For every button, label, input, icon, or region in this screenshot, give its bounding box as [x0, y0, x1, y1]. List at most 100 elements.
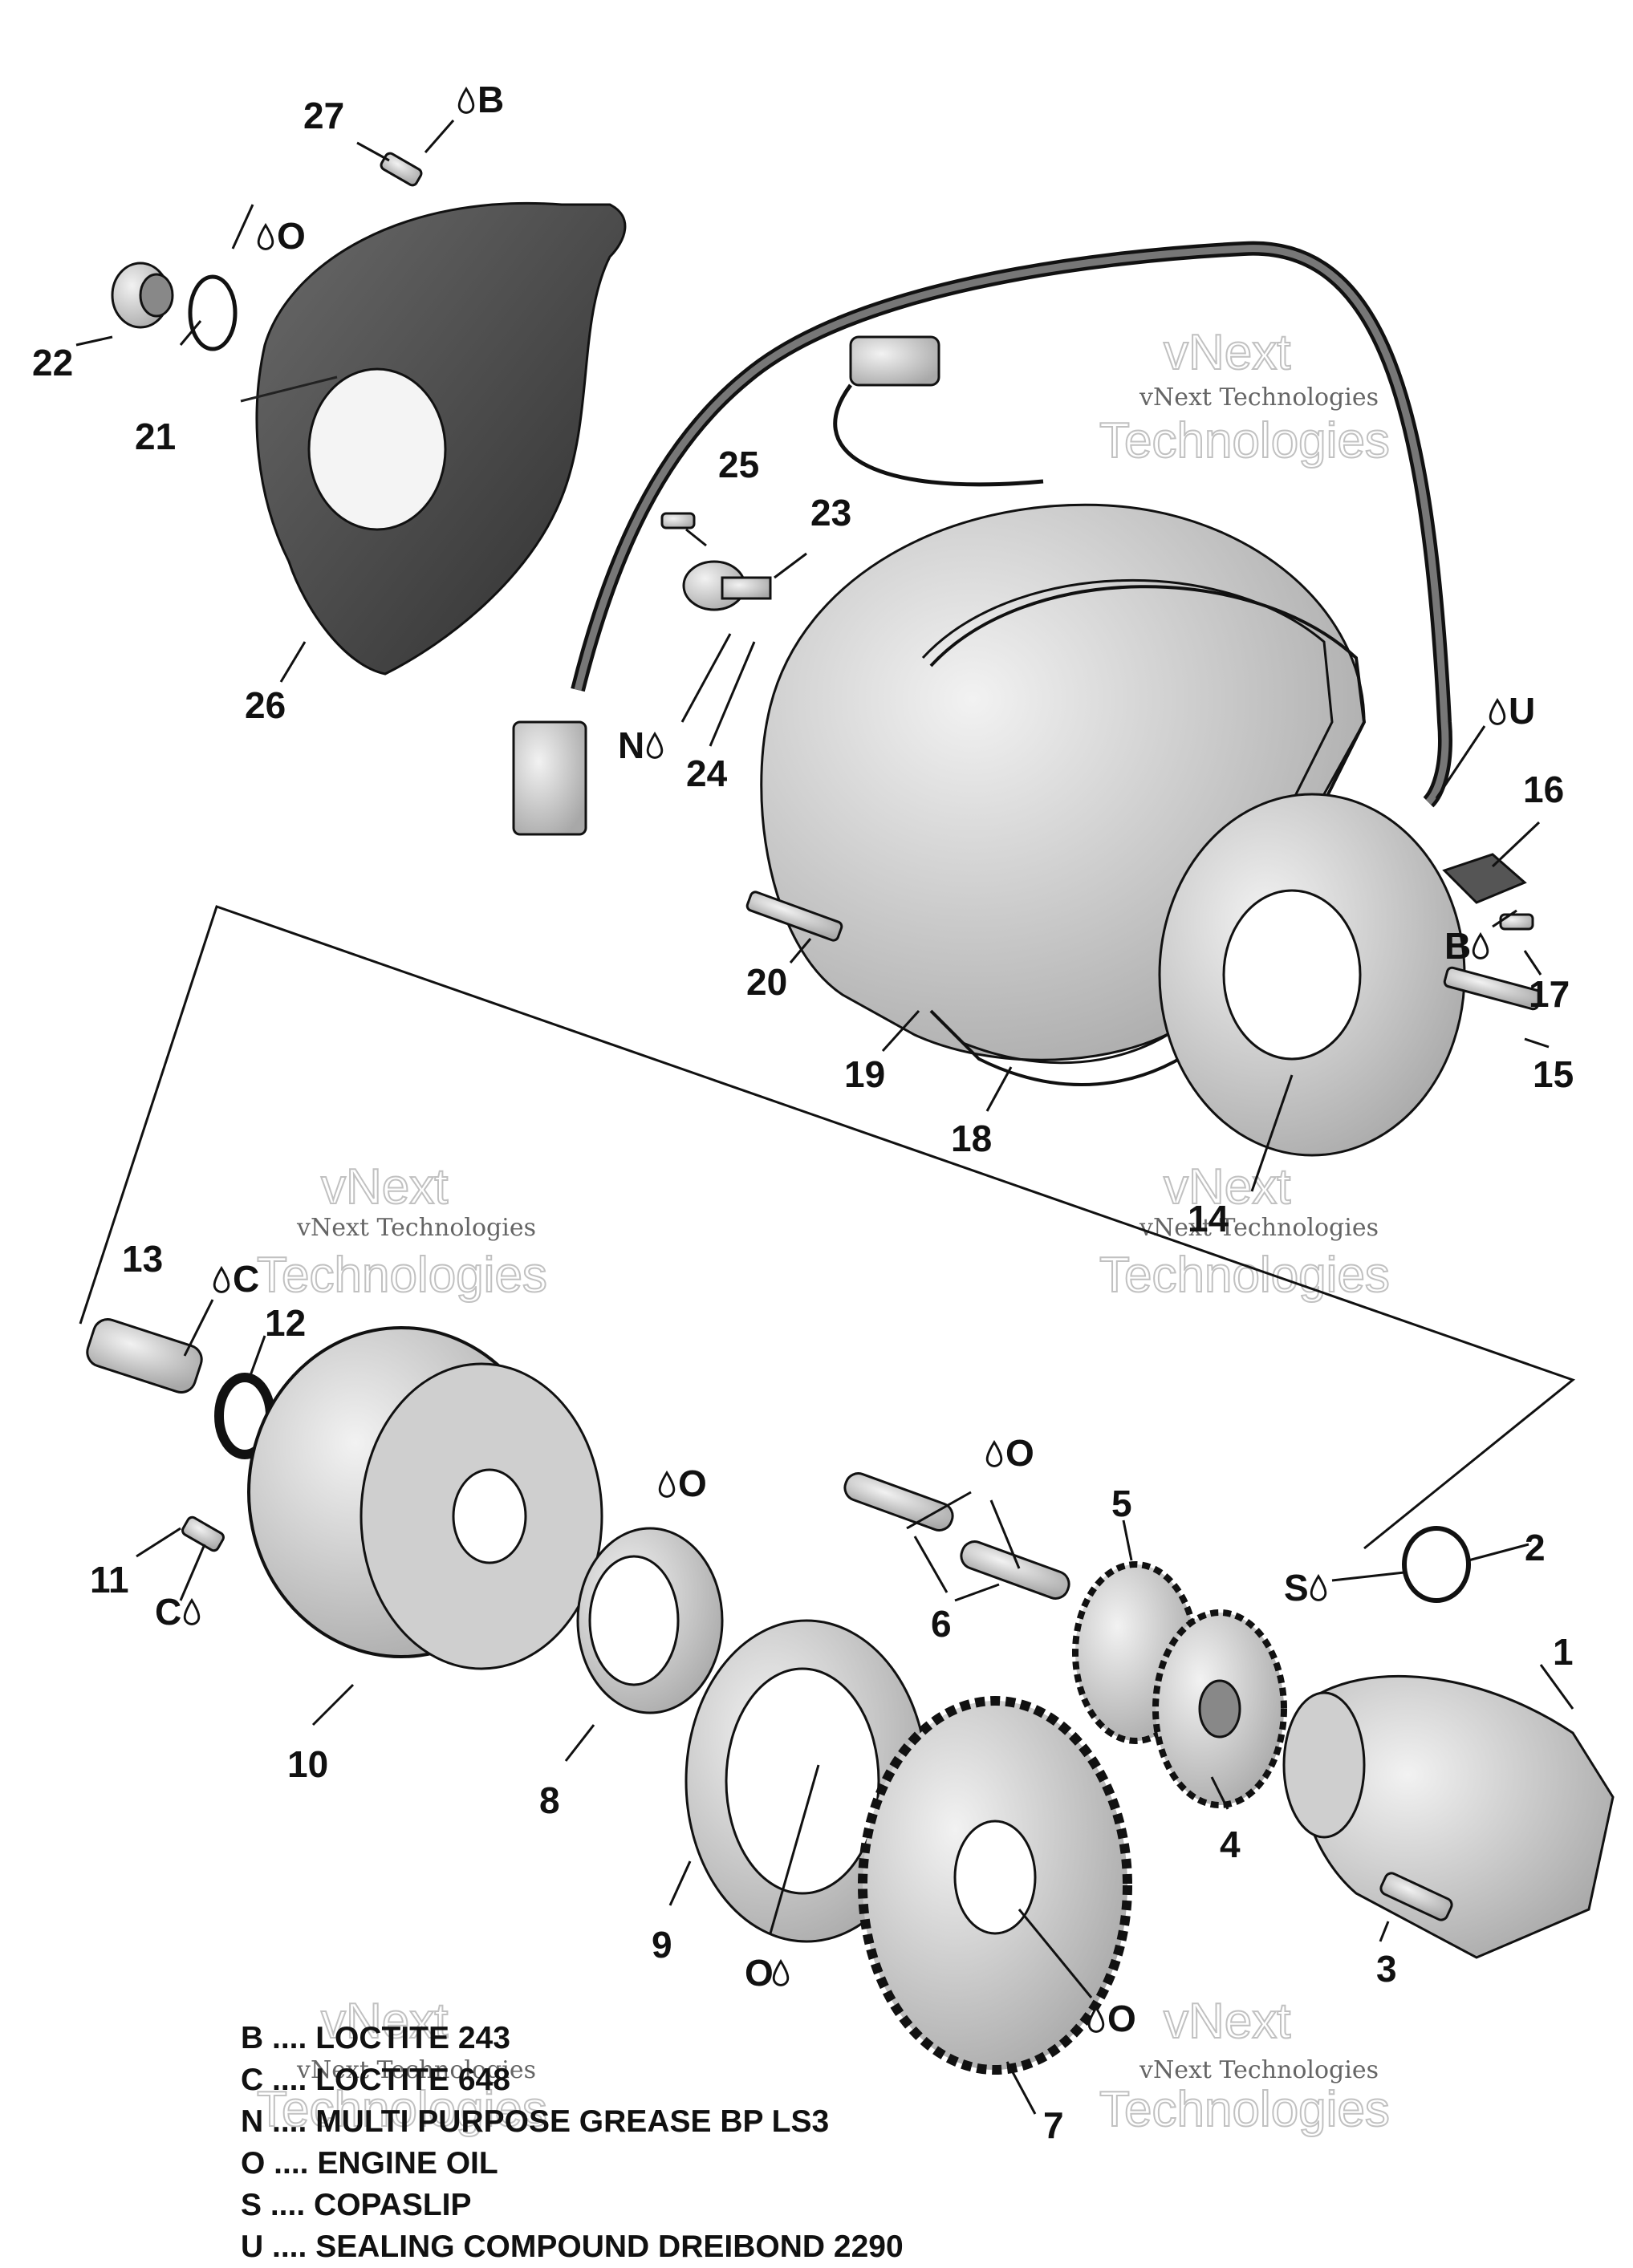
pins-6 — [843, 1472, 1070, 1600]
product-mark-o-9: O — [745, 1952, 790, 1994]
watermark-line: vNext Technologies — [1139, 1214, 1379, 1242]
watermark-big: Technologies — [1099, 413, 1390, 469]
callout-5: 5 — [1111, 1483, 1132, 1524]
callout-14: 14 — [1188, 1198, 1229, 1239]
product-mark-c-13: C — [213, 1258, 259, 1300]
sensor-23 — [682, 560, 772, 611]
legend-row-s: S .... COPASLIP — [241, 2185, 963, 2226]
callout-18: 18 — [951, 1118, 992, 1159]
drop-icon — [257, 224, 274, 250]
watermark-big: Technologies — [257, 1248, 547, 1303]
bushing-22 — [111, 262, 174, 329]
product-letter: O — [1107, 1998, 1136, 2039]
legend-text: SEALING COMPOUND DREIBOND 2290 — [315, 2229, 904, 2264]
legend-code: B — [241, 2021, 264, 2055]
legend-text: LOCTITE 243 — [315, 2021, 510, 2055]
product-letter: B — [1444, 925, 1471, 967]
watermark-line: vNext Technologies — [296, 1214, 536, 1242]
watermark-big: vNext — [1164, 325, 1290, 380]
watermark-big: Technologies — [1099, 1248, 1390, 1303]
drop-icon — [1472, 933, 1489, 960]
product-letter: C — [233, 1258, 259, 1300]
screw-11 — [181, 1515, 225, 1552]
legend-code: U — [241, 2229, 264, 2264]
o-ring-2 — [1402, 1526, 1471, 1603]
watermark-big: Technologies — [1099, 2082, 1390, 2137]
watermark-big: vNext — [1164, 1994, 1290, 2049]
product-mark-c-11: C — [155, 1591, 201, 1633]
legend-text: MULTI PURPOSE GREASE BP LS3 — [315, 2104, 830, 2139]
product-mark-o-8: O — [658, 1463, 707, 1504]
legend-text: COPASLIP — [314, 2188, 472, 2222]
watermark-big: vNext — [321, 1994, 448, 2049]
product-letter: O — [277, 215, 306, 257]
product-letter: C — [155, 1591, 181, 1633]
leader-lines — [75, 120, 1574, 2115]
product-marks: B O N U B C C O — [155, 79, 1535, 2039]
legend-row-n: N .... MULTI PURPOSE GREASE BP LS3 — [241, 2101, 963, 2143]
legend-sep: .... — [263, 2229, 316, 2264]
starter-1 — [1282, 1674, 1615, 1959]
drop-icon — [457, 87, 475, 114]
callout-26: 26 — [245, 684, 286, 726]
product-letter: N — [618, 724, 644, 766]
screw-15 — [1443, 966, 1542, 1011]
drop-icon — [646, 732, 664, 759]
product-mark-b-17: B — [1444, 925, 1489, 967]
legend-row-b: B .... LOCTITE 243 — [241, 2018, 963, 2059]
drop-icon — [1489, 699, 1506, 725]
callout-15: 15 — [1533, 1053, 1574, 1095]
cover-26 — [240, 201, 627, 676]
callout-8: 8 — [539, 1779, 560, 1821]
callout-23: 23 — [810, 492, 851, 534]
legend-code: C — [241, 2063, 264, 2097]
legend-row-o: O .... ENGINE OIL — [241, 2143, 963, 2185]
cap-16 — [1442, 853, 1527, 904]
bearing-8 — [576, 1527, 724, 1714]
legend-code: O — [241, 2146, 266, 2181]
watermark-line: vNext Technologies — [1139, 383, 1379, 412]
watermark-line: vNext Technologies — [296, 2056, 536, 2084]
bolt-13 — [86, 1318, 203, 1394]
legend-sep: .... — [265, 2146, 318, 2181]
drop-icon — [183, 1599, 201, 1625]
callout-9: 9 — [652, 1924, 672, 1966]
product-mark-n-24: N — [618, 724, 664, 766]
callout-13: 13 — [122, 1238, 163, 1280]
screw-27 — [380, 152, 423, 187]
drop-icon — [772, 1960, 790, 1986]
gear-7 — [858, 1696, 1132, 2075]
callout-27: 27 — [303, 95, 344, 136]
gasket-18 — [929, 585, 1367, 1086]
legend-code: N — [241, 2104, 264, 2139]
product-letter: U — [1509, 690, 1535, 732]
wiring-harness — [512, 241, 1452, 836]
product-mark-b-27: B — [457, 79, 504, 120]
product-mark-s-2: S — [1284, 1567, 1327, 1609]
product-mark-u: U — [1489, 690, 1535, 732]
watermark-line: vNext Technologies — [1139, 2056, 1379, 2084]
product-letter: O — [678, 1463, 707, 1504]
callout-21: 21 — [135, 416, 176, 457]
callout-19: 19 — [844, 1053, 885, 1095]
callout-20: 20 — [746, 961, 787, 1003]
product-letter: B — [477, 79, 504, 120]
callout-4: 4 — [1220, 1824, 1241, 1865]
legend-row-u: U .... SEALING COMPOUND DREIBOND 2290 — [241, 2226, 963, 2268]
watermark-big: Technologies — [257, 2082, 547, 2137]
callout-16: 16 — [1523, 769, 1564, 810]
callout-17: 17 — [1529, 973, 1570, 1015]
product-letter: O — [745, 1952, 774, 1994]
callout-2: 2 — [1525, 1527, 1546, 1568]
watermark-big: vNext — [1164, 1159, 1290, 1215]
legend-row-c: C .... LOCTITE 648 — [241, 2059, 963, 2101]
legend-text: ENGINE OIL — [317, 2146, 498, 2181]
callout-25: 25 — [718, 444, 759, 485]
callout-12: 12 — [265, 1302, 306, 1344]
callout-6: 6 — [931, 1603, 952, 1645]
legend-sep: .... — [263, 2104, 316, 2139]
rotor-10 — [247, 1326, 603, 1670]
legend: B .... LOCTITE 243 C .... LOCTITE 648 N … — [241, 2018, 963, 2268]
